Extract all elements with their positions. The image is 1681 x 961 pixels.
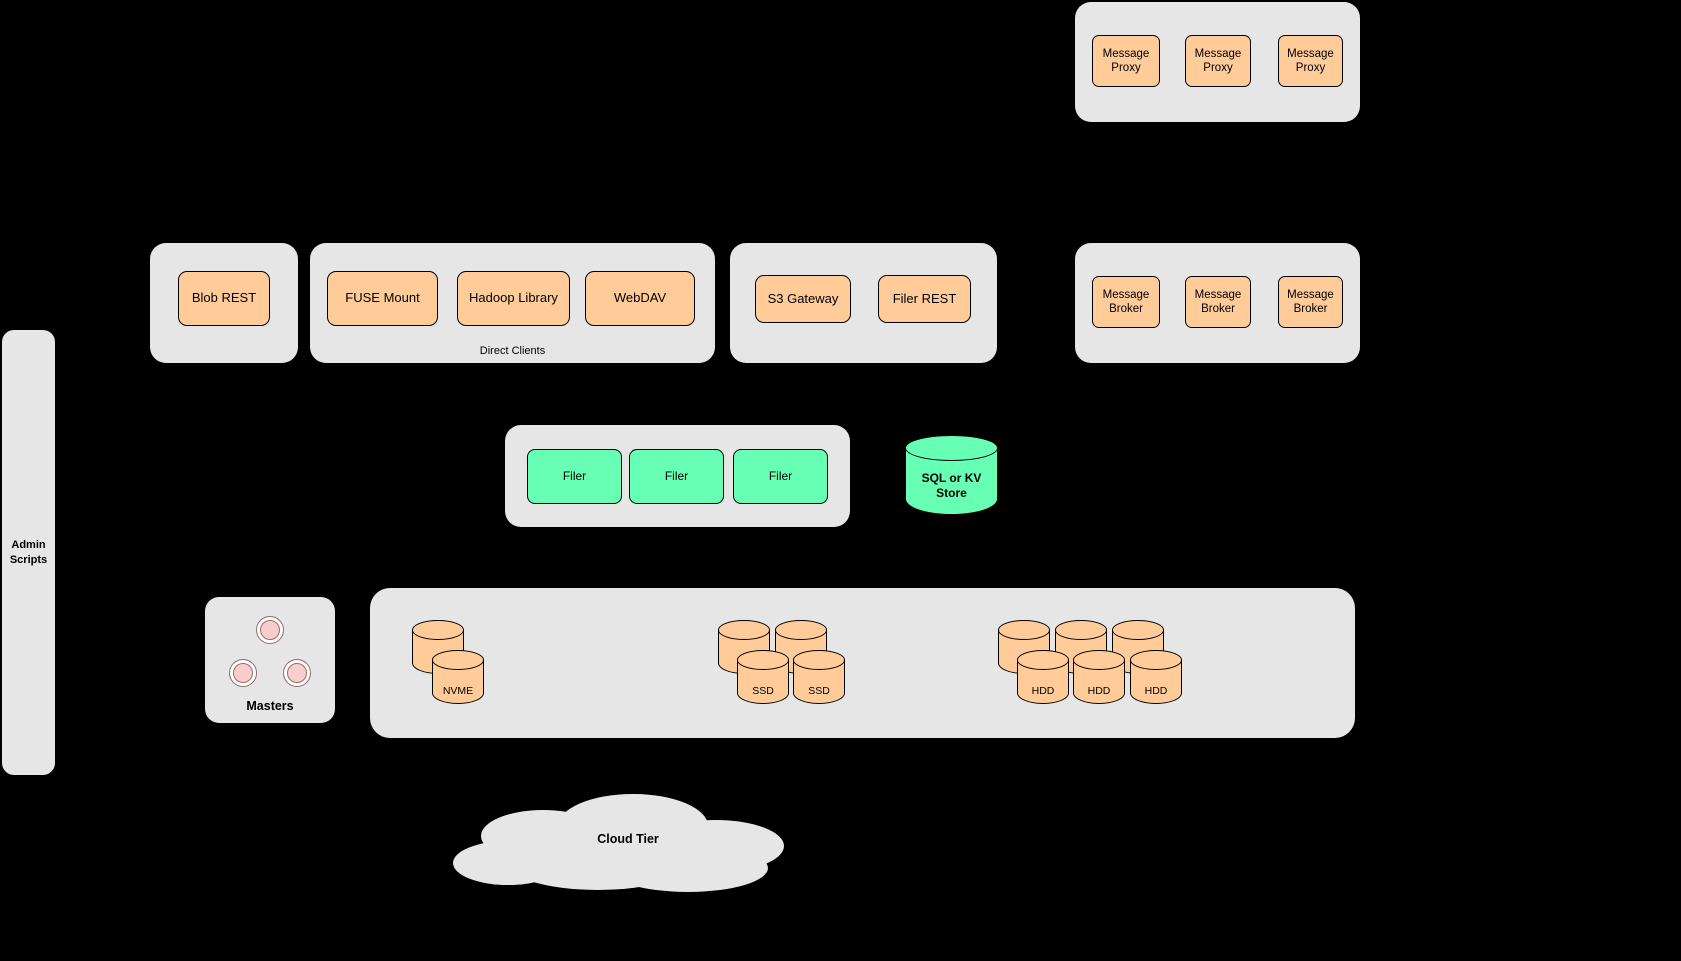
volume-servers-group: NVME SSD SSD HDD HDD HDD: [370, 588, 1355, 738]
ssd-label: SSD: [808, 685, 830, 697]
blob-rest-node: Blob REST: [178, 271, 270, 326]
hdd-label: HDD: [1031, 685, 1055, 697]
cloud-icon: [453, 794, 784, 892]
master-node-icon: [256, 616, 284, 644]
hdd-label: HDD: [1087, 685, 1111, 697]
sql-kv-store-label: SQL or KV Store: [921, 471, 982, 500]
ssd-disk-cylinder: SSD: [792, 650, 846, 704]
message-proxy-node: Message Proxy: [1185, 35, 1251, 87]
ssd-label: SSD: [752, 685, 774, 697]
filer-group: Filer Filer Filer: [505, 425, 850, 527]
cloud-tier-label: Cloud Tier: [597, 832, 659, 846]
message-broker-node: Message Broker: [1092, 276, 1160, 328]
direct-clients-group: FUSE Mount Hadoop Library WebDAV Direct …: [310, 243, 715, 363]
cloud-tier-shape: Cloud Tier: [448, 788, 808, 898]
filer-node: Filer: [629, 449, 724, 504]
masters-label: Masters: [246, 699, 294, 713]
nvme-label: NVME: [442, 685, 474, 697]
message-proxy-node: Message Proxy: [1278, 35, 1343, 87]
filer-node: Filer: [733, 449, 828, 504]
hdd-disk-cylinder: HDD: [1072, 650, 1126, 704]
master-node-icon: [283, 659, 311, 687]
fuse-mount-node: FUSE Mount: [327, 271, 438, 326]
hdd-disk-cylinder: HDD: [1129, 650, 1183, 704]
ssd-disk-cylinder: SSD: [736, 650, 790, 704]
admin-scripts-bar: Admin Scripts: [2, 330, 55, 775]
sql-kv-store-cylinder: SQL or KV Store: [904, 435, 999, 515]
message-broker-node: Message Broker: [1278, 276, 1343, 328]
blob-rest-group: Blob REST: [150, 243, 298, 363]
direct-clients-label: Direct Clients: [479, 345, 546, 357]
masters-group: Masters: [205, 597, 335, 723]
message-proxy-group: Message Proxy Message Proxy Message Prox…: [1075, 2, 1360, 122]
message-broker-group: Message Broker Message Broker Message Br…: [1075, 243, 1360, 363]
admin-scripts-label: Admin Scripts: [9, 539, 48, 566]
message-proxy-node: Message Proxy: [1092, 35, 1160, 87]
s3-gateway-node: S3 Gateway: [755, 275, 851, 323]
hdd-label: HDD: [1144, 685, 1168, 697]
filer-node: Filer: [527, 449, 622, 504]
filer-rest-node: Filer REST: [878, 275, 971, 323]
webdav-node: WebDAV: [585, 271, 695, 326]
gateway-group: S3 Gateway Filer REST: [730, 243, 997, 363]
hdd-disk-cylinder: HDD: [1016, 650, 1070, 704]
master-node-icon: [229, 659, 257, 687]
nvme-disk-cylinder: NVME: [431, 650, 485, 704]
hadoop-library-node: Hadoop Library: [457, 271, 570, 326]
message-broker-node: Message Broker: [1185, 276, 1251, 328]
